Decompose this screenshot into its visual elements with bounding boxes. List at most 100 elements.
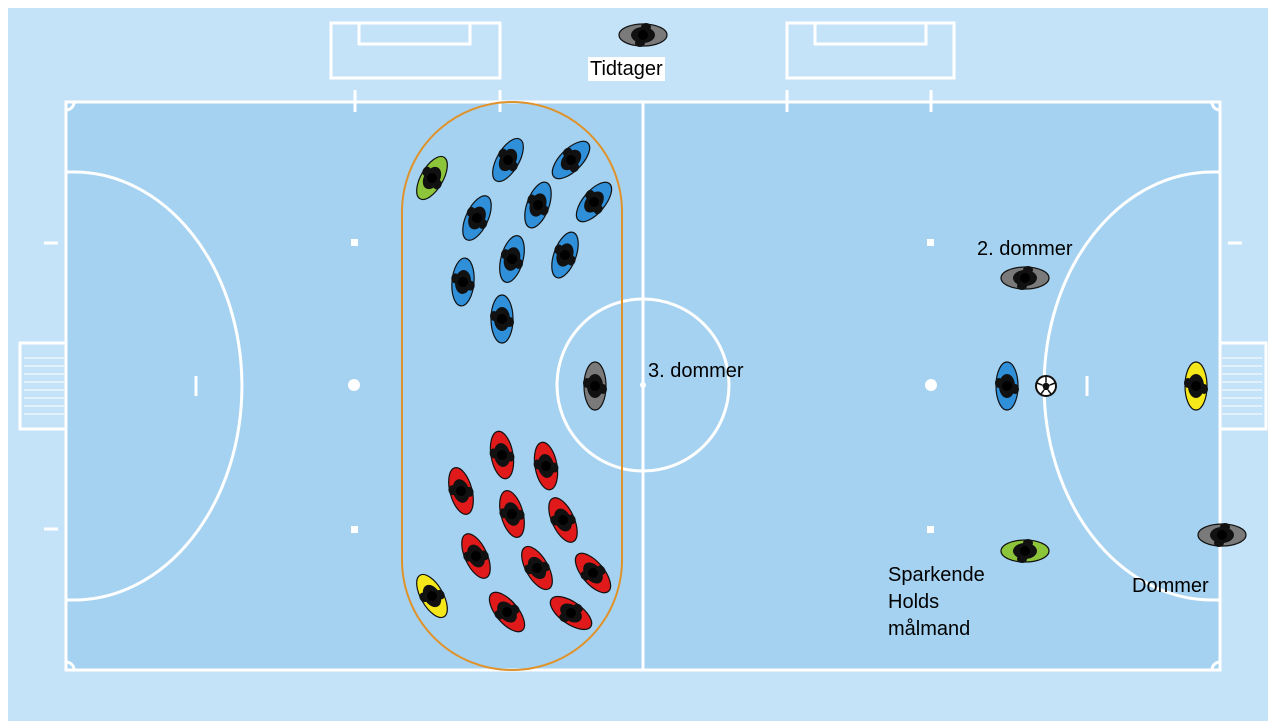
- arm-shape: [593, 204, 603, 215]
- head-shape: [502, 607, 512, 617]
- player-icon: [448, 467, 474, 515]
- player-icon: [488, 591, 526, 633]
- arm-shape: [1023, 539, 1033, 547]
- arm-shape: [506, 317, 514, 327]
- arm-shape: [510, 604, 520, 614]
- ball-icon: [1035, 375, 1057, 397]
- head-shape: [472, 213, 482, 223]
- arm-shape: [1023, 266, 1033, 274]
- head-shape: [638, 30, 648, 40]
- player-icon: [524, 181, 552, 229]
- arm-shape: [463, 551, 472, 562]
- arm-shape: [419, 592, 428, 603]
- arm-shape: [580, 571, 590, 581]
- player-icon: [551, 231, 579, 279]
- arm-shape: [509, 161, 518, 172]
- arm-shape: [494, 610, 504, 620]
- referee-label: Dommer: [1132, 575, 1209, 597]
- arm-shape: [1017, 555, 1027, 563]
- arm-shape: [562, 147, 572, 157]
- player-icon: [548, 497, 578, 543]
- head-shape: [589, 197, 599, 207]
- head-shape: [541, 461, 551, 471]
- arm-shape: [550, 462, 559, 473]
- arm-shape: [451, 273, 460, 284]
- player-icon: [451, 257, 475, 307]
- head-shape: [566, 608, 576, 618]
- arm-shape: [585, 189, 595, 200]
- arm-shape: [514, 259, 524, 269]
- goal-left: [18, 341, 68, 431]
- head-shape: [590, 381, 600, 391]
- spots: [348, 239, 937, 533]
- arm-shape: [541, 561, 550, 572]
- arm-shape: [490, 311, 498, 321]
- kicking-goalkeeper-label: Sparkende Holds målmand: [888, 562, 985, 643]
- arm-shape: [524, 564, 533, 575]
- head-shape: [458, 277, 468, 287]
- player-icon: [574, 552, 612, 594]
- penalty-area-left: [66, 170, 244, 602]
- player-icon: [549, 595, 593, 631]
- bench-area-left-inner: [357, 21, 472, 46]
- head-shape: [503, 155, 513, 165]
- goalkeeper-icon: [416, 573, 448, 619]
- corner-arc-br: [1210, 660, 1221, 671]
- head-shape: [1020, 546, 1030, 556]
- arm-shape: [635, 39, 645, 47]
- arm-shape: [466, 207, 476, 217]
- second-penalty-spot-left: [348, 379, 360, 391]
- player-icon: [533, 441, 559, 491]
- head-shape: [532, 563, 542, 573]
- goal-net-left: [24, 357, 64, 415]
- head-shape: [471, 551, 481, 561]
- kicking-goalkeeper-label-line3: målmand: [888, 618, 971, 640]
- arm-shape: [516, 509, 525, 520]
- corner-arc-tl: [65, 101, 76, 112]
- arm-shape: [1184, 378, 1192, 388]
- people-layer: [416, 23, 1247, 633]
- arm-shape: [540, 205, 549, 216]
- arm-shape: [506, 451, 515, 462]
- distance-square: [927, 239, 934, 246]
- head-shape: [588, 568, 598, 578]
- timekeeper-icon: [618, 23, 668, 47]
- goalkeeper-icon: [416, 155, 448, 201]
- arm-shape: [641, 23, 651, 31]
- arm-shape: [498, 148, 507, 159]
- arm-shape: [422, 166, 431, 177]
- technical-area-outline: [401, 101, 623, 671]
- arm-shape: [499, 508, 508, 519]
- arm-shape: [550, 515, 559, 526]
- head-shape: [427, 591, 437, 601]
- arm-shape: [465, 486, 474, 497]
- head-shape: [566, 155, 576, 165]
- head-shape: [497, 450, 507, 460]
- distance-square: [351, 526, 358, 533]
- player-icon: [551, 140, 591, 180]
- bench-area-right-inner: [813, 21, 928, 46]
- arm-shape: [1220, 523, 1230, 531]
- arm-shape: [567, 514, 576, 525]
- distance-square: [351, 239, 358, 246]
- arm-shape: [1017, 282, 1027, 290]
- head-shape: [558, 515, 568, 525]
- head-shape: [1191, 381, 1201, 391]
- arm-shape: [436, 589, 445, 600]
- arm-shape: [1011, 384, 1019, 394]
- head-shape: [427, 173, 437, 183]
- player-icon: [490, 294, 514, 344]
- arm-shape: [533, 459, 542, 470]
- head-shape: [560, 250, 570, 260]
- player-icon: [575, 181, 613, 223]
- kicking-goalkeeper-label-line2: Holds: [888, 591, 940, 613]
- arm-shape: [599, 384, 607, 394]
- head-shape: [507, 254, 517, 264]
- arm-shape: [433, 179, 442, 190]
- goalkeeper-icon: [1184, 361, 1208, 411]
- arm-shape: [596, 565, 606, 575]
- head-shape: [1020, 273, 1030, 283]
- player-icon: [489, 430, 515, 480]
- centre-spot: [640, 382, 646, 388]
- player-icon: [499, 490, 525, 538]
